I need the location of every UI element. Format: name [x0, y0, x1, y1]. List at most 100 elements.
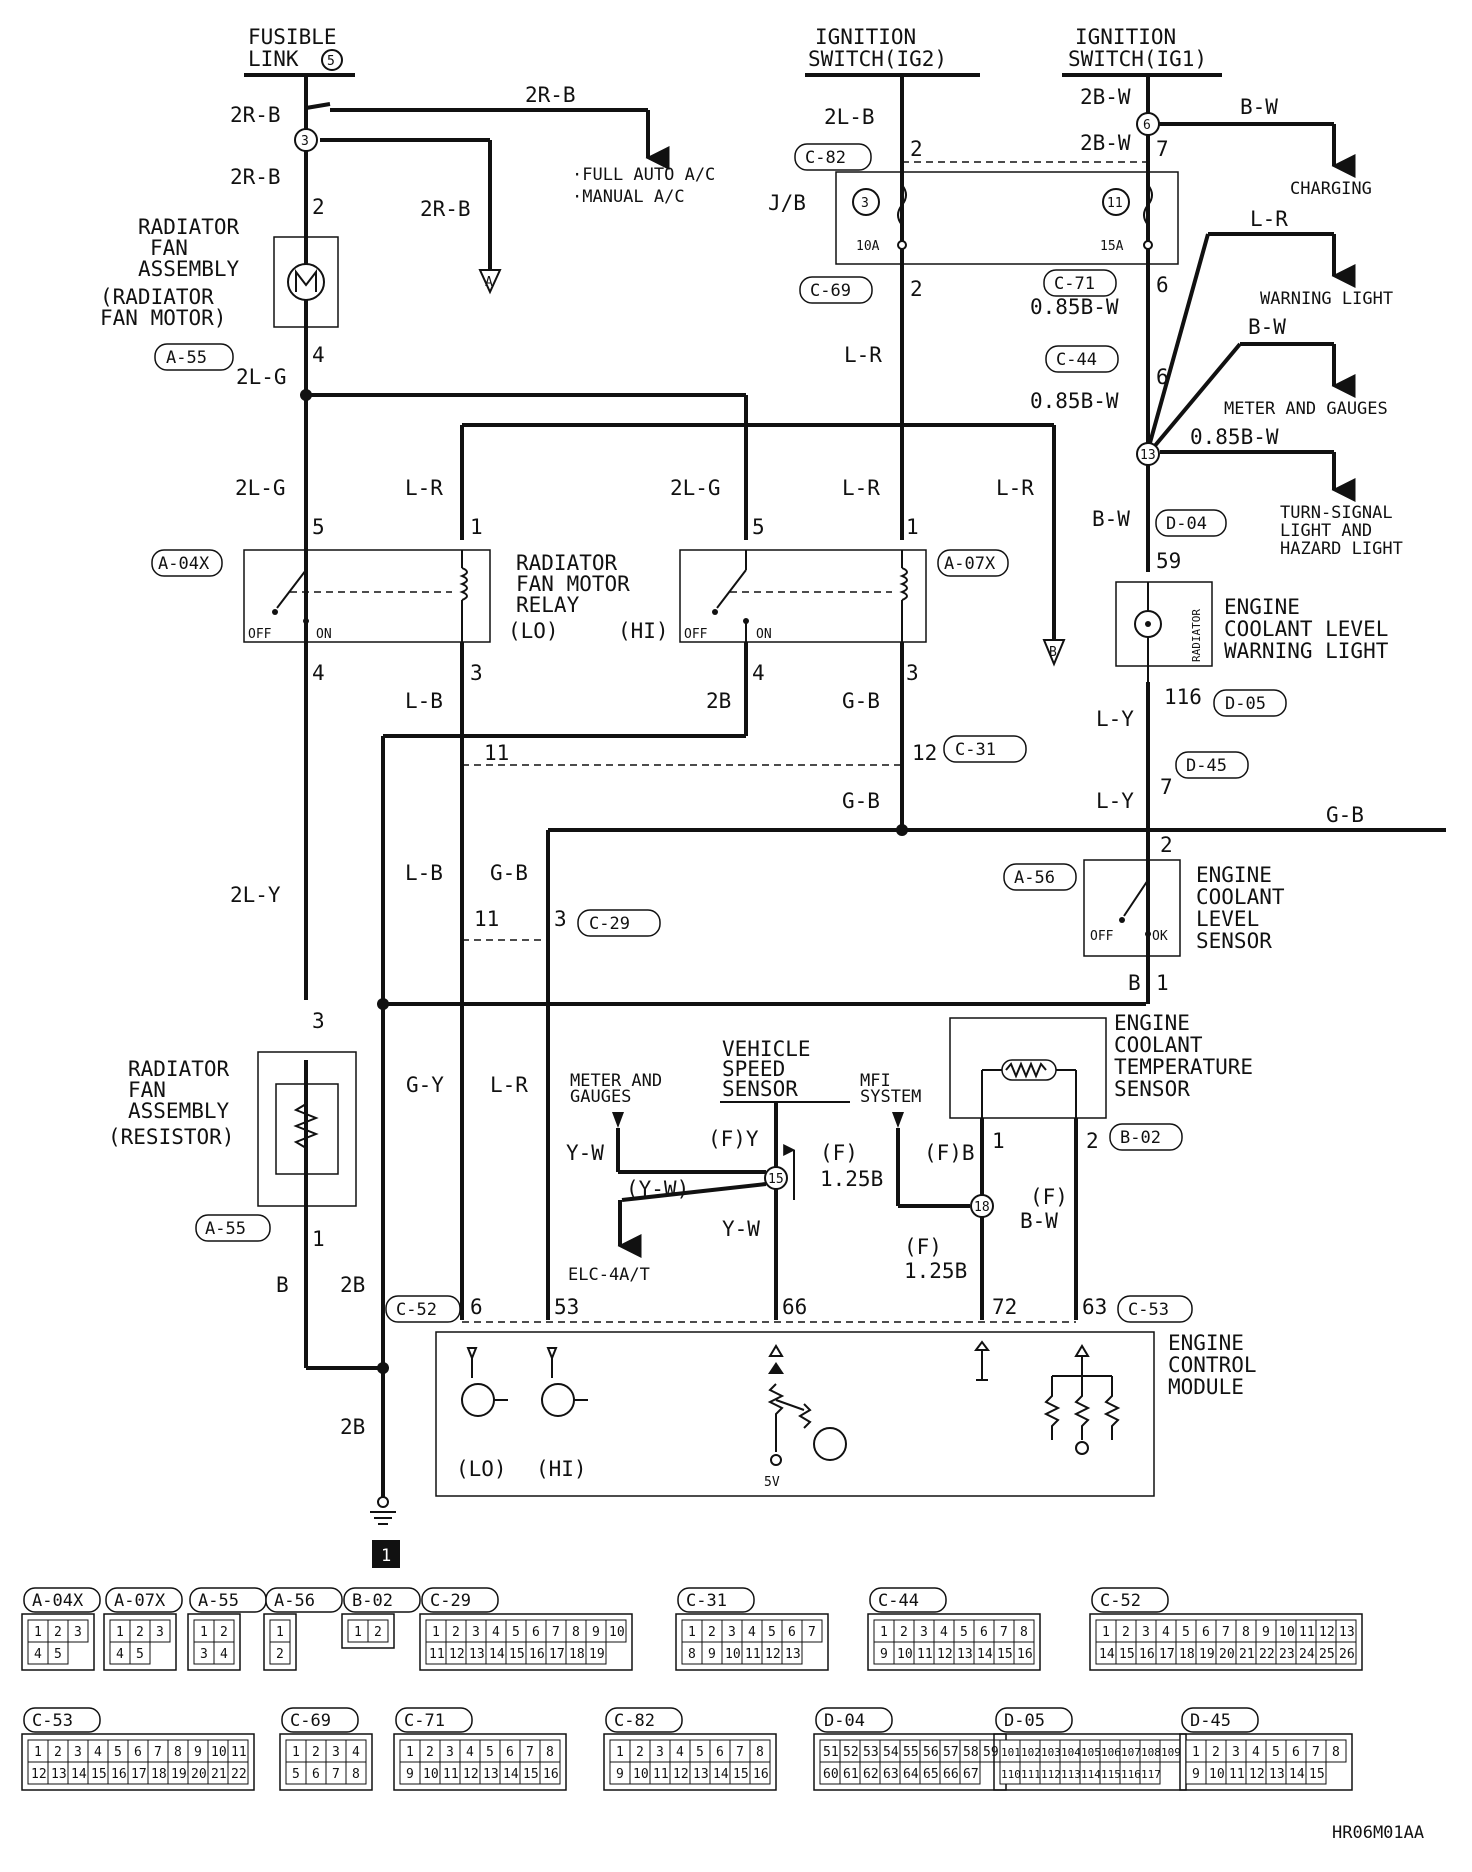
legend-cell-label: 6	[1202, 1625, 1210, 1640]
legend-cell-label: 11	[653, 1767, 669, 1782]
wire-label: (F)	[820, 1141, 858, 1165]
connector-b-label: B	[1049, 645, 1057, 660]
wire-label: 2R-B	[230, 103, 281, 127]
legend-cell-label: 62	[863, 1767, 879, 1782]
legend-cell-label: 1	[116, 1625, 124, 1640]
legend-cell-label: 9	[194, 1745, 202, 1760]
legend-cell-label: 9	[880, 1647, 888, 1662]
svg-text:COOLANT LEVEL: COOLANT LEVEL	[1224, 617, 1388, 641]
legend-cell-label: 103	[1041, 1746, 1061, 1759]
legend-cell-label: 3	[446, 1745, 454, 1760]
legend-cell-label: 8	[546, 1745, 554, 1760]
legend-cell-label: 58	[963, 1745, 979, 1760]
wire-label: 2L-Y	[230, 883, 281, 907]
svg-text:3: 3	[312, 1009, 325, 1033]
svg-text:5V: 5V	[764, 1475, 780, 1490]
svg-text:6: 6	[1156, 273, 1169, 297]
full-auto-ac-label: ·FULL AUTO A/C	[572, 165, 715, 185]
legend-cell-label: 1	[880, 1625, 888, 1640]
svg-text:12: 12	[912, 741, 937, 765]
legend-cell-label: 2	[374, 1625, 382, 1640]
ig1-wiring: 2B-W 6 B-W CHARGING 2B-W 7 15A C-71 6 0.…	[1003, 75, 1403, 1004]
svg-text:SPEED: SPEED	[722, 1057, 785, 1081]
svg-text:7: 7	[1160, 775, 1173, 799]
legend-cell-label: 5	[768, 1625, 776, 1640]
legend-cell-label: 8	[572, 1625, 580, 1640]
legend-cell-label: 17	[1159, 1647, 1175, 1662]
legend-cell-label: 4	[94, 1745, 102, 1760]
legend-cell	[1305, 1761, 1327, 1785]
legend-cell-label: 59	[983, 1745, 999, 1760]
svg-text:J/B: J/B	[768, 191, 806, 215]
svg-text:MODULE: MODULE	[1168, 1375, 1244, 1399]
legend-cell-label: 6	[506, 1745, 514, 1760]
svg-text:FAN MOTOR): FAN MOTOR)	[100, 306, 226, 330]
svg-text:3: 3	[554, 907, 567, 931]
legend-cell-label: 12	[31, 1767, 47, 1782]
legend-cell-label: 4	[940, 1625, 948, 1640]
legend-cell-label: 61	[843, 1767, 859, 1782]
legend-cell-label: 110	[1001, 1768, 1021, 1781]
legend-cell-label: 5	[292, 1767, 300, 1782]
ignition-switch-ig1: IGNITION SWITCH(IG1)	[1062, 25, 1222, 77]
legend-cell-label: 7	[526, 1745, 534, 1760]
svg-text:OK: OK	[1152, 929, 1168, 944]
legend-cell-label: 1	[34, 1745, 42, 1760]
legend-cell-label: 15	[91, 1767, 107, 1782]
legend-cell-label: 2	[54, 1625, 62, 1640]
legend-cell-label: 10	[1209, 1767, 1225, 1782]
legend-cell-label: 57	[943, 1745, 959, 1760]
legend-cell-label: 10	[897, 1647, 913, 1662]
legend-cell-label: 3	[656, 1745, 664, 1760]
ig2-label-1: IGNITION	[815, 25, 916, 49]
svg-text:15: 15	[768, 1172, 784, 1187]
svg-text:A-56: A-56	[274, 1591, 315, 1611]
svg-text:C-82: C-82	[614, 1711, 655, 1731]
legend-cell	[1013, 1641, 1035, 1665]
wire-label: 0.85B-W	[1030, 389, 1119, 413]
ignition-switch-ig2: IGNITION SWITCH(IG2)	[805, 25, 980, 77]
legend-cell-label: 4	[748, 1625, 756, 1640]
svg-text:C-29: C-29	[430, 1591, 471, 1611]
legend-cell	[269, 1641, 291, 1665]
legend-cell	[801, 1619, 823, 1643]
legend-cell-label: 112	[1041, 1768, 1061, 1781]
legend-cell-label: 25	[1319, 1647, 1335, 1662]
connector-a07x	[937, 549, 1009, 577]
wire-label: G-B	[490, 861, 528, 885]
legend-cell-label: 3	[74, 1625, 82, 1640]
splice-dot	[377, 1362, 389, 1374]
svg-text:1: 1	[312, 1227, 325, 1251]
svg-text:11: 11	[484, 741, 509, 765]
wire-label: 2B-W	[1080, 85, 1131, 109]
svg-text:3: 3	[301, 134, 309, 149]
svg-text:C-52: C-52	[1100, 1591, 1141, 1611]
legend-cell-label: 1	[688, 1625, 696, 1640]
wire-label: L-R	[996, 476, 1034, 500]
legend-cell-label: 53	[863, 1745, 879, 1760]
legend-cell-label: 55	[903, 1745, 919, 1760]
legend-cell-label: 101	[1001, 1746, 1021, 1759]
wire-label: 2R-B	[230, 165, 281, 189]
wire-label: (F)B	[924, 1141, 975, 1165]
svg-text:C-53: C-53	[1128, 1300, 1169, 1320]
legend-cell-label: 16	[1017, 1647, 1033, 1662]
legend-cell-label: 12	[937, 1647, 953, 1662]
ecm-label: ENGINE CONTROL MODULE	[1168, 1331, 1257, 1399]
svg-text:72: 72	[992, 1295, 1017, 1319]
legend-cell-label: 108	[1141, 1746, 1161, 1759]
connector-c31	[943, 735, 1027, 763]
legend-cell-label: 13	[1269, 1767, 1285, 1782]
connector-d04	[1155, 509, 1227, 537]
legend-cell-label: 9	[708, 1647, 716, 1662]
legend-cell-label: 10	[211, 1745, 227, 1760]
legend-cell-label: 11	[429, 1647, 445, 1662]
svg-text:3: 3	[861, 196, 869, 211]
legend-cell-label: 14	[977, 1647, 993, 1662]
svg-text:GAUGES: GAUGES	[570, 1087, 631, 1107]
